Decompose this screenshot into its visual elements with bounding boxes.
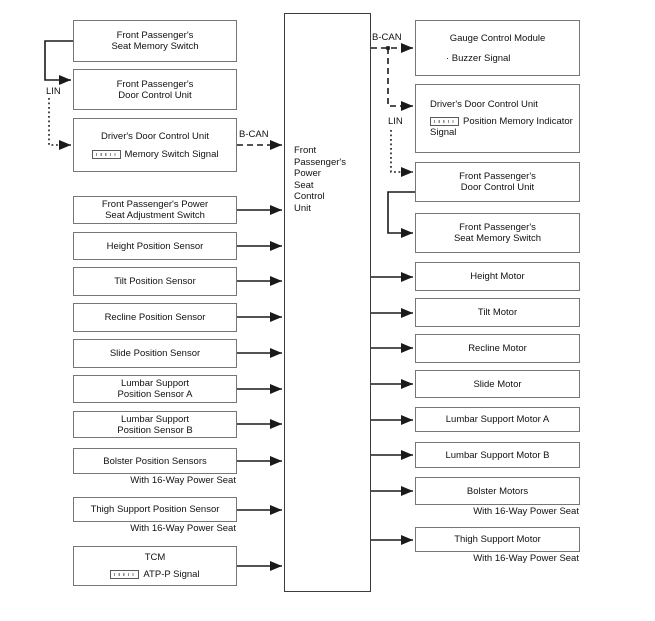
note-bolster-motors: With 16-Way Power Seat [473,506,579,517]
block-drivers-door-control-unit-output: Driver's Door Control Unit Position Memo… [415,84,580,153]
label-line: Seat [294,179,314,191]
label-line: Front Passenger's [459,171,536,182]
block-fp-power-seat-adjustment-switch: Front Passenger's Power Seat Adjustment … [73,196,237,224]
label-line: Unit [294,202,311,214]
block-bolster-motors: Bolster Motors [415,477,580,505]
label-line: Position Sensor A [117,389,193,400]
label-line: TCM [144,552,166,563]
block-thigh-support-position-sensor: Thigh Support Position Sensor [73,497,237,522]
label-line: Bolster Position Sensors [103,455,207,467]
label-line: Seat Adjustment Switch [105,210,205,221]
label-line: Height Position Sensor [106,240,204,252]
bcan-junction-dot [386,46,390,50]
label-line: Tilt Motor [477,307,518,318]
block-lumbar-support-position-sensor-b: Lumbar Support Position Sensor B [73,411,237,438]
signal-line: Memory Switch Signal [91,148,219,160]
signal-label: ATP-P Signal [143,569,200,580]
label-line: Recline Motor [468,343,527,354]
block-thigh-support-motor: Thigh Support Motor [415,527,580,552]
note-thigh-support-motor: With 16-Way Power Seat [473,553,579,564]
wire-memory-switch-to-door-unit [44,40,73,85]
bus-label-bcan-left: B-CAN [239,129,269,140]
label-line: Front Passenger's [116,78,194,90]
block-gauge-control-module: Gauge Control Module · Buzzer Signal [415,20,580,76]
block-recline-position-sensor: Recline Position Sensor [73,303,237,332]
block-height-position-sensor: Height Position Sensor [73,232,237,260]
signal-label: Signal [430,127,457,138]
signal-line: Position Memory Indicator Signal [430,116,573,138]
center-unit-label: Front Passenger's Power Seat Control Uni… [294,145,346,214]
label-line: Thigh Support Position Sensor [90,504,220,515]
label-line: Recline Position Sensor [104,312,206,323]
block-fp-seat-memory-switch-input: Front Passenger's Seat Memory Switch [73,20,237,62]
label-line: Gauge Control Module [449,32,546,44]
label-line: Driver's Door Control Unit [430,99,538,110]
signal-type-tag-icon [91,149,121,159]
block-tilt-motor: Tilt Motor [415,298,580,327]
label-line: Seat Memory Switch [453,233,542,244]
label-line: Power [294,168,321,179]
block-drivers-door-control-unit-input: Driver's Door Control Unit Memory Switch… [73,118,237,172]
label-line: Lumbar Support [120,413,190,425]
block-tilt-position-sensor: Tilt Position Sensor [73,267,237,296]
label-line: Height Motor [470,271,525,282]
label-line: Front Passenger's [459,222,536,233]
label-line: Door Control Unit [460,182,535,193]
block-slide-position-sensor: Slide Position Sensor [73,339,237,368]
block-slide-motor: Slide Motor [415,370,580,398]
note-bolster-position-sensors: With 16-Way Power Seat [130,475,236,486]
block-fp-door-control-unit-output: Front Passenger's Door Control Unit [415,162,580,202]
label-line: Seat Memory Switch [111,41,199,52]
label-line: Slide Position Sensor [109,348,201,359]
block-lumbar-support-position-sensor-a: Lumbar Support Position Sensor A [73,375,237,403]
signal-label: Position Memory Indicator [463,116,573,127]
label-line: Lumbar Support [120,378,190,389]
block-lumbar-support-motor-a: Lumbar Support Motor A [415,407,580,432]
block-lumbar-support-motor-b: Lumbar Support Motor B [415,442,580,468]
wire-bcan-branch [387,48,413,111]
block-front-passenger-power-seat-control-unit: Front Passenger's Power Seat Control Uni… [284,13,371,592]
label-line: Passenger's [294,156,346,168]
label-line: Driver's Door Control Unit [101,130,209,142]
signal-label: · Buzzer Signal [446,52,511,64]
label-line: Door Control Unit [118,89,192,101]
signal-label: Memory Switch Signal [124,148,219,160]
label-line: Front [294,145,317,156]
bus-label-bcan-right: B-CAN [372,32,402,43]
label-line: Bolster Motors [466,485,529,497]
label-line: Slide Motor [473,378,522,390]
note-thigh-support-position-sensor: With 16-Way Power Seat [130,523,236,534]
wire-lin-left [48,98,71,150]
signal-type-tag-icon [110,570,140,579]
label-line: Front Passenger's Power [101,199,209,210]
block-height-motor: Height Motor [415,262,580,291]
wire-lin-right [390,130,413,177]
block-recline-motor: Recline Motor [415,334,580,363]
block-tcm: TCM ATP-P Signal [73,546,237,586]
signal-line: ATP-P Signal [110,569,200,580]
label-line: Lumbar Support Motor A [445,414,550,425]
label-line: Control [294,191,325,202]
label-line: Position Sensor B [117,424,193,436]
signal-line-1: Position Memory Indicator [430,116,573,127]
wire-door-unit-to-memory-switch [387,191,415,238]
label-line: Lumbar Support Motor B [445,449,550,461]
block-bolster-position-sensors: Bolster Position Sensors [73,448,237,474]
label-line: Front Passenger's [116,30,194,41]
bus-label-lin-left: LIN [46,86,61,97]
bus-label-lin-right: LIN [388,116,403,127]
label-line: Thigh Support Motor [454,534,541,545]
label-line: Tilt Position Sensor [114,276,196,287]
signal-type-tag-icon [430,117,459,126]
block-fp-seat-memory-switch-output: Front Passenger's Seat Memory Switch [415,213,580,253]
block-fp-door-control-unit-input: Front Passenger's Door Control Unit [73,69,237,110]
